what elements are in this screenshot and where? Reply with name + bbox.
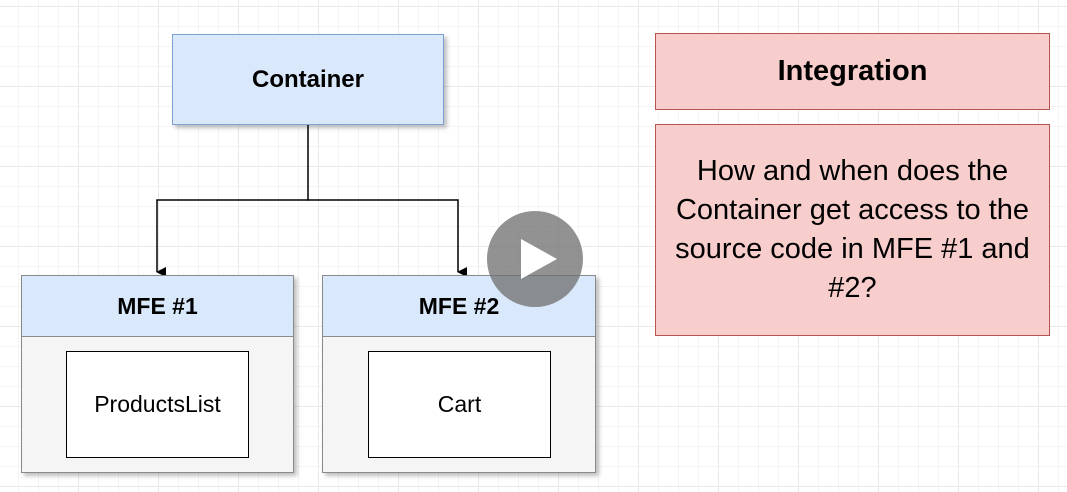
- cart-label: Cart: [437, 391, 482, 417]
- integration-title-box: Integration: [655, 33, 1050, 110]
- container-label: Container: [251, 65, 364, 93]
- integration-question-box: How and when does the Container get acce…: [655, 124, 1050, 336]
- mfe2-group: MFE #2 Cart: [322, 275, 596, 473]
- play-icon: [521, 239, 557, 279]
- products-list-label: ProductsList: [94, 391, 221, 417]
- play-button[interactable]: [487, 211, 583, 307]
- arrow-container-to-mfe1: [156, 125, 309, 277]
- mfe2-title: MFE #2: [418, 292, 500, 319]
- mfe1-group: MFE #1 ProductsList: [21, 275, 294, 473]
- mfe1-header: MFE #1: [22, 276, 293, 337]
- products-list-box: ProductsList: [66, 351, 249, 458]
- cart-box: Cart: [368, 351, 551, 458]
- arrow-container-to-mfe2: [308, 199, 467, 277]
- container-box: Container: [172, 34, 444, 125]
- mfe1-title: MFE #1: [117, 292, 198, 319]
- integration-title: Integration: [777, 55, 928, 87]
- integration-question: How and when does the Container get acce…: [675, 155, 1030, 304]
